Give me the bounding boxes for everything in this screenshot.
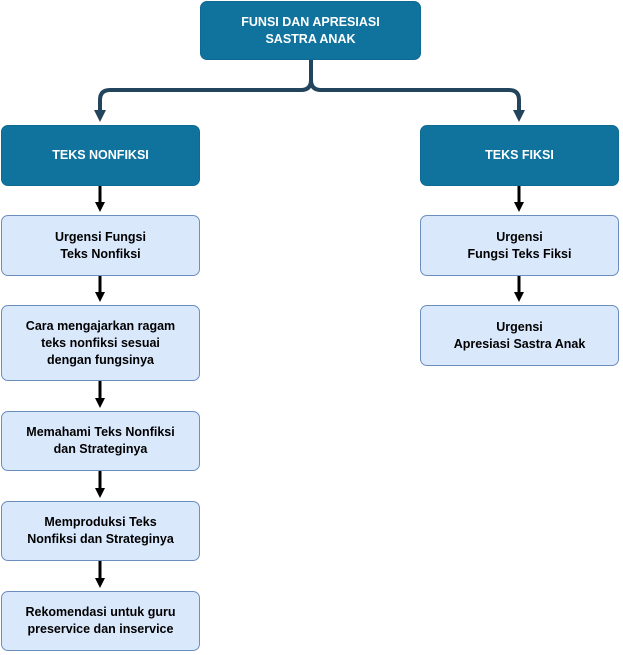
- nonfiksi-item-2-label: Cara mengajarkan ragam teks nonfiksi ses…: [25, 318, 176, 367]
- fiksi-item-1-label: Urgensi Fungsi Teks Fiksi: [467, 229, 572, 261]
- nonfiksi-item-5-label: Rekomendasi untuk guru preservice dan in…: [25, 605, 176, 636]
- nonfiksi-item-4: Memproduksi Teks Nonfiksi dan Strateginy…: [1, 501, 200, 561]
- fiksi-header-node: TEKS FIKSI: [420, 125, 619, 186]
- nonfiksi-header-node: TEKS NONFIKSI: [1, 125, 200, 186]
- root-node: FUNSI DAN APRESIASI SASTRA ANAK: [200, 1, 421, 60]
- nonfiksi-item-1: Urgensi Fungsi Teks Nonfiksi: [1, 215, 200, 276]
- root-to-fiksi-connector: [309, 60, 525, 122]
- nonfiksi-item-4-label: Memproduksi Teks Nonfiksi dan Strateginy…: [27, 515, 174, 546]
- nonfiksi-item-5: Rekomendasi untuk guru preservice dan in…: [1, 591, 200, 651]
- fiksi-item-1: Urgensi Fungsi Teks Fiksi: [420, 215, 619, 276]
- root-label: FUNSI DAN APRESIASI SASTRA ANAK: [241, 14, 380, 46]
- root-to-nonfiksi-connector: [94, 60, 313, 122]
- fiksi-item-2-label: Urgensi Apresiasi Sastra Anak: [453, 319, 586, 351]
- nonfiksi-item-1-label: Urgensi Fungsi Teks Nonfiksi: [55, 229, 146, 261]
- nonfiksi-item-3-label: Memahami Teks Nonfiksi dan Strateginya: [26, 425, 175, 456]
- nonfiksi-item-2: Cara mengajarkan ragam teks nonfiksi ses…: [1, 305, 200, 381]
- nonfiksi-header-label: TEKS NONFIKSI: [52, 148, 149, 162]
- fiksi-header-label: TEKS FIKSI: [485, 148, 554, 162]
- nonfiksi-item-3: Memahami Teks Nonfiksi dan Strateginya: [1, 411, 200, 471]
- fiksi-item-2: Urgensi Apresiasi Sastra Anak: [420, 305, 619, 366]
